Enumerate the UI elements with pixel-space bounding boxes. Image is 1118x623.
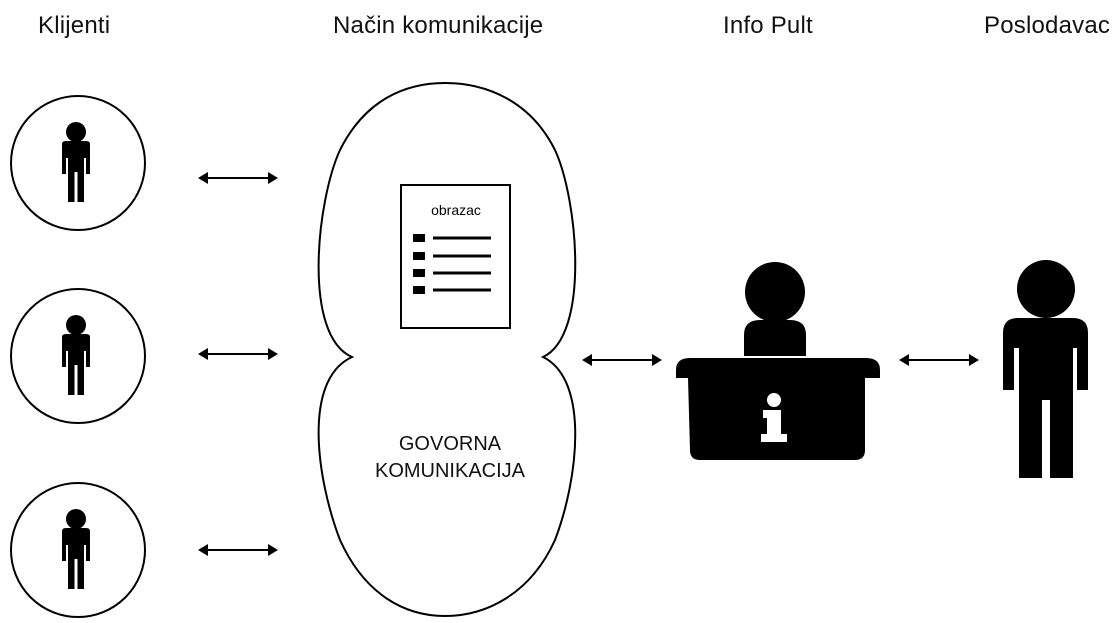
double-arrow-icon: [898, 353, 980, 367]
double-arrow-icon: [197, 543, 279, 557]
form-document-icon: obrazac: [400, 184, 511, 329]
person-icon: [62, 509, 90, 589]
info-desk-icon: [676, 358, 880, 460]
column-header-info-desk: Info Pult: [723, 12, 813, 39]
client-3: [10, 482, 146, 618]
column-header-clients: Klijenti: [38, 12, 111, 39]
column-header-employer: Poslodavac: [984, 12, 1111, 39]
double-arrow-icon: [197, 347, 279, 361]
double-arrow-icon: [581, 353, 663, 367]
person-icon: [62, 315, 90, 395]
speech-label-line2: KOMUNIKACIJA: [375, 460, 526, 482]
column-header-communication-method: Način komunikacije: [333, 12, 544, 39]
receptionist-icon: [744, 262, 806, 356]
communication-method-shape: [317, 81, 577, 618]
info-desk-group: [676, 262, 880, 460]
employer-person-icon: [1003, 260, 1088, 478]
form-title: obrazac: [431, 202, 481, 218]
person-icon: [62, 122, 90, 202]
client-2: [10, 288, 146, 424]
client-1: [10, 95, 146, 231]
double-arrow-icon: [197, 171, 279, 185]
speech-label-line1: GOVORNA: [399, 433, 502, 455]
